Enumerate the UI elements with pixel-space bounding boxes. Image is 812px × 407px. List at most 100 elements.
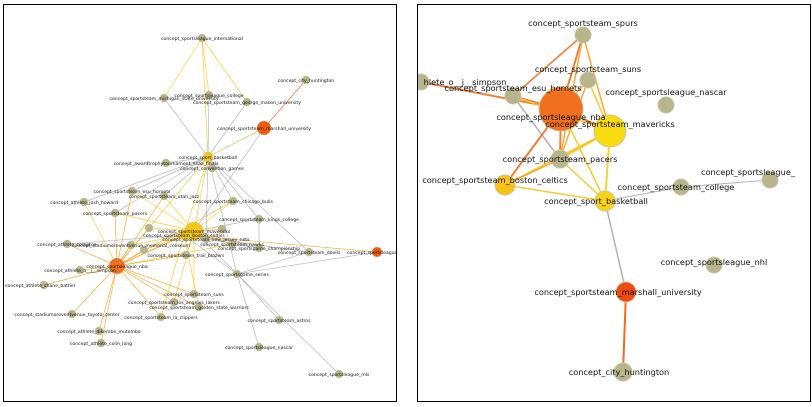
edge-nba-hawks: [116, 243, 233, 267]
edge-nba-shane: [43, 265, 118, 286]
node-mavs[interactable]: [593, 114, 627, 148]
edge-bball-marshall: [604, 200, 627, 293]
node-label-college: concept_sportsleague_college: [174, 93, 243, 99]
edge-mavs-esu: [131, 190, 195, 232]
edge-intl-gmu: [201, 37, 248, 103]
node-colin[interactable]: [96, 338, 106, 348]
node-nba[interactable]: [108, 257, 126, 275]
node-champ[interactable]: [254, 243, 264, 253]
node-huntington[interactable]: [613, 362, 633, 382]
node-suns[interactable]: [579, 71, 597, 89]
node-c3[interactable]: [217, 224, 227, 234]
node-celtics[interactable]: [494, 174, 516, 196]
node-marshall[interactable]: [256, 120, 272, 136]
node-college[interactable]: [204, 90, 214, 100]
node-label-hawks: concept_sportsteam_hawks: [200, 242, 264, 248]
node-label-nhl: concept_sportsleague_nhl: [661, 257, 768, 267]
node-league_r[interactable]: [761, 171, 779, 189]
node-series[interactable]: [232, 269, 242, 279]
node-shane[interactable]: [39, 280, 49, 290]
node-label-champ: concept_sportsgame_championship: [218, 246, 300, 252]
edge-mem-celtics: [130, 234, 185, 246]
node-howard[interactable]: [79, 197, 89, 207]
node-label-kings: concept_sportsteam_kings_college: [219, 217, 299, 223]
edge-mavs-pacers: [114, 212, 195, 232]
node-utah[interactable]: [159, 191, 169, 201]
node-intl[interactable]: [197, 33, 207, 43]
edge-nba-warriors: [116, 265, 200, 308]
edge-comp-celtics: [66, 234, 185, 245]
node-mem[interactable]: [126, 240, 136, 250]
node-dikembe[interactable]: [94, 326, 104, 336]
node-label-pacers: concept_sportsteam_pacers: [83, 211, 148, 217]
node-celtics[interactable]: [178, 229, 190, 241]
edge-bball-college: [604, 186, 682, 202]
edge-intl-bball: [201, 37, 209, 158]
node-esu[interactable]: [127, 186, 137, 196]
node-label-howard: concept_athlete_josh_howard: [50, 200, 118, 206]
node-label-suns: concept_sportsteam_suns: [535, 64, 641, 74]
edge-series-lgright: [236, 251, 378, 275]
node-marshall[interactable]: [615, 281, 637, 303]
node-ojs[interactable]: [75, 265, 85, 275]
node-lgright[interactable]: [371, 246, 383, 258]
node-label-college: concept_sportsteam_college: [618, 182, 735, 192]
node-ojs[interactable]: [418, 73, 430, 91]
node-label-nascar: concept_sportsleague_nascar: [225, 345, 293, 351]
node-label-suns: concept_sportsteam_suns: [164, 292, 224, 298]
node-devils[interactable]: [304, 247, 314, 257]
node-c2[interactable]: [139, 245, 149, 255]
node-gmu[interactable]: [242, 97, 252, 107]
node-mls[interactable]: [334, 369, 344, 379]
node-label-league_r: concept_sportsleague_: [701, 167, 796, 177]
edge-nba-toyota: [71, 265, 118, 315]
node-astros[interactable]: [274, 315, 284, 325]
node-kings[interactable]: [254, 214, 264, 224]
node-huntington[interactable]: [301, 75, 311, 85]
node-bball[interactable]: [594, 190, 616, 212]
node-pacers[interactable]: [110, 208, 120, 218]
edge-nba-dikembe: [98, 265, 118, 332]
edge-bball-mavs: [193, 156, 209, 232]
edge-bball-ncaa: [165, 156, 209, 164]
node-ncaa[interactable]: [161, 158, 171, 168]
node-pacers[interactable]: [550, 149, 570, 169]
node-games[interactable]: [207, 163, 217, 173]
node-nba[interactable]: [538, 86, 584, 132]
node-spurs[interactable]: [574, 26, 592, 44]
node-label-intl: concept_sportsleague_international: [161, 36, 243, 42]
edge-bball-celtics: [183, 156, 209, 236]
node-hawks[interactable]: [227, 239, 237, 249]
edge-mavs-kings: [193, 218, 260, 232]
node-toyota[interactable]: [67, 309, 77, 319]
node-comp[interactable]: [62, 239, 72, 249]
node-c1[interactable]: [144, 223, 154, 233]
node-nhl[interactable]: [705, 256, 723, 274]
edge-nba-esu: [116, 190, 133, 267]
edge-gmu-bball: [207, 101, 248, 158]
node-college[interactable]: [672, 178, 690, 196]
node-label-mls: concept_sportsleague_mls: [309, 372, 370, 378]
node-clippers[interactable]: [156, 312, 166, 322]
node-suns[interactable]: [189, 289, 199, 299]
edge-series-nascar: [236, 273, 260, 348]
edge-bball-pacers: [114, 156, 209, 214]
edge-huntington-marshall: [263, 79, 307, 129]
node-nascar[interactable]: [657, 96, 675, 114]
node-esu[interactable]: [504, 87, 522, 105]
node-bball[interactable]: [202, 151, 214, 163]
node-label-huntington: concept_city_huntington: [569, 367, 670, 377]
edge-intl-msu: [163, 37, 203, 99]
node-label-nba: concept_sportsleague_nba: [86, 264, 148, 270]
node-blazers[interactable]: [181, 250, 191, 260]
node-nets[interactable]: [201, 234, 211, 244]
node-bulls[interactable]: [228, 196, 238, 206]
node-lakers[interactable]: [169, 297, 179, 307]
node-nascar[interactable]: [254, 342, 264, 352]
node-warriors[interactable]: [194, 302, 204, 312]
edge-celtics-series: [183, 234, 238, 275]
edge-intl-college: [201, 37, 210, 96]
labels: concept_sportsteam_spurshlete_o__j__simp…: [422, 18, 796, 377]
node-msu[interactable]: [159, 93, 169, 103]
